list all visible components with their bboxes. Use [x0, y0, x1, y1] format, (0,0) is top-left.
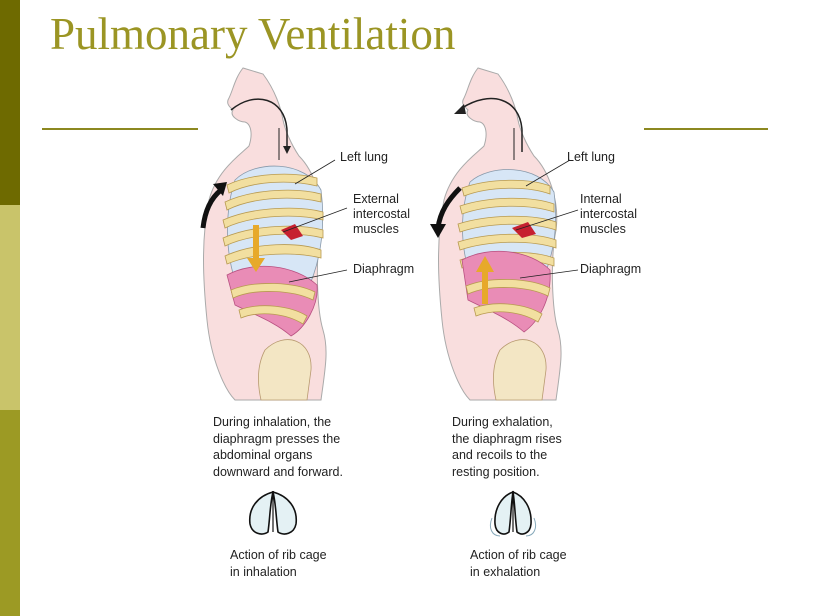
- inhalation-rib-caption: Action of rib cage in inhalation: [230, 548, 327, 579]
- intercostal-muscle: [281, 224, 303, 240]
- exhalation-rib-cage-icon: [489, 490, 537, 537]
- inhalation-left-lung-label: Left lung: [340, 150, 388, 164]
- accent-bar-middle: [0, 205, 20, 410]
- exhalation-muscles-label: Internal intercostal muscles: [580, 192, 637, 236]
- airflow-arrowhead: [454, 104, 466, 114]
- exhalation-caption: During exhalation, the diaphragm rises a…: [452, 415, 562, 479]
- title-rule-left: [42, 128, 198, 130]
- airflow-arrow: [230, 98, 288, 148]
- intercostal-muscle: [512, 222, 536, 238]
- airflow-arrow: [461, 98, 523, 152]
- inhalation-caption: During inhalation, the diaphragm presses…: [213, 415, 343, 479]
- accent-bar-bottom: [0, 410, 20, 616]
- exhalation-diaphragm-label: Diaphragm: [580, 262, 642, 276]
- rib-motion-arrow: [200, 188, 223, 229]
- inhalation-diaphragm-label: Diaphragm: [353, 262, 415, 276]
- diaphragm-motion-shaft: [482, 270, 488, 304]
- airflow-arrowhead: [283, 146, 291, 154]
- abdominal-organ: [257, 339, 312, 401]
- inhalation-figure: [200, 67, 348, 401]
- diaphragm-motion-arrowhead: [247, 258, 265, 272]
- diaphragm-motion-shaft: [253, 225, 259, 261]
- exhalation-left-lung-label: Left lung: [567, 150, 615, 164]
- exhalation-figure: [430, 67, 579, 401]
- inhalation-rib-cage-icon: [248, 490, 298, 535]
- abdominal-organ: [492, 339, 547, 401]
- inhalation-muscles-label: External intercostal muscles: [353, 192, 410, 236]
- title-rule-right: [644, 128, 768, 130]
- rib-motion-arrowhead: [430, 224, 446, 238]
- accent-bar-top: [0, 0, 20, 205]
- diaphragm-motion-arrowhead: [476, 256, 494, 272]
- rib-motion-arrowhead: [213, 182, 227, 196]
- slide-title: Pulmonary Ventilation: [50, 9, 456, 59]
- exhalation-rib-caption: Action of rib cage in exhalation: [470, 548, 567, 579]
